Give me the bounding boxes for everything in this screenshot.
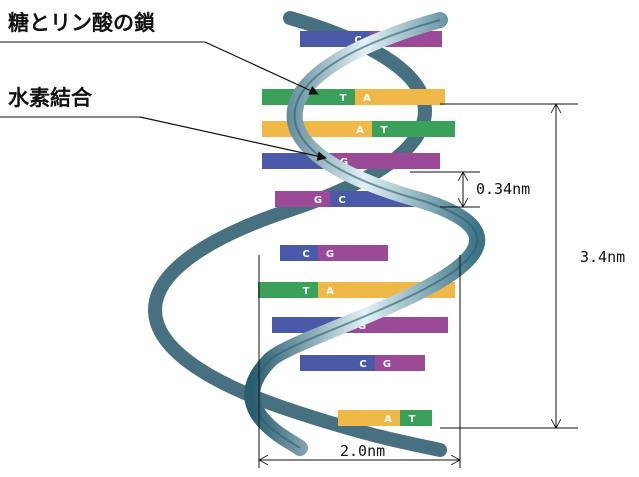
base-C-left-5	[280, 245, 318, 261]
base-letter-right-2: T	[381, 125, 388, 136]
hydrogen-bond-label: 水素結合	[8, 86, 93, 110]
base-letter-left-5: C	[302, 249, 309, 260]
base-letter-right-6: A	[326, 286, 334, 297]
base-G-right-8	[375, 355, 425, 371]
base-C-left-8	[300, 355, 375, 371]
base-G-right-5	[318, 245, 388, 261]
base-letter-left-1: T	[340, 93, 347, 104]
base-letter-left-8: C	[359, 359, 366, 370]
base-letter-right-8: G	[383, 359, 391, 370]
base-G-left-4	[275, 191, 330, 207]
base-letter-left-2: A	[356, 125, 364, 136]
base-letter-right-5: G	[326, 249, 334, 260]
base-T-left-6	[258, 282, 318, 298]
base-letter-right-4: C	[338, 195, 345, 206]
backbone-label: 糖とリン酸の鎖	[8, 11, 156, 35]
back-strand	[148, 11, 447, 457]
base-G-right-3	[332, 153, 440, 169]
base-C-left-0	[300, 31, 370, 47]
base-letter-left-0: C	[354, 35, 361, 46]
hydrogen-bond-pointer	[139, 116, 327, 161]
base-T-right-9	[400, 410, 432, 426]
front-strand-edge	[251, 19, 478, 449]
front-strand	[244, 12, 485, 456]
pitch-label: 3.4nm	[580, 248, 625, 266]
backbone-pointer	[204, 41, 319, 95]
width-label: 2.0nm	[340, 442, 385, 460]
spacing-label: 0.34nm	[476, 180, 530, 198]
base-A-left-9	[338, 410, 400, 426]
base-letter-left-6: T	[303, 286, 310, 297]
base-letter-right-9: T	[409, 414, 416, 425]
base-letter-right-7: G	[358, 321, 366, 332]
base-G-right-7	[350, 317, 448, 333]
base-T-right-2	[372, 121, 455, 137]
base-letter-left-9: A	[384, 414, 392, 425]
base-letter-left-4: G	[314, 195, 322, 206]
base-A-right-1	[355, 89, 445, 105]
base-letter-right-1: A	[363, 93, 371, 104]
